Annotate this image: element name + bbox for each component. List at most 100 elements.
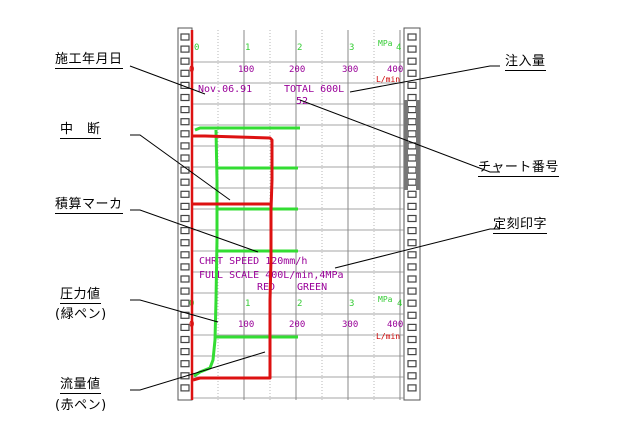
- sprocket-hole: [407, 69, 417, 77]
- lower-flow-tick-300: 300: [342, 320, 358, 330]
- flow-trace: [192, 134, 274, 382]
- sprocket-hole: [180, 299, 190, 307]
- label-pressure-pen: (緑ペン): [55, 307, 107, 322]
- sprocket-hole: [180, 69, 190, 77]
- sprocket-hole: [180, 323, 190, 331]
- label-fixed-print: 定刻印字: [493, 213, 548, 234]
- flow-unit: L/min: [376, 75, 400, 84]
- sprocket-hole: [407, 287, 417, 295]
- sprocket-hole: [407, 323, 417, 331]
- chart-number-print: 52: [296, 96, 308, 107]
- label-flow-pen: (赤ペン): [55, 398, 107, 413]
- red-legend-print: RED: [257, 282, 275, 293]
- sprocket-hole: [407, 166, 417, 174]
- sprocket-hole: [180, 287, 190, 295]
- flow-tick-300: 300: [342, 65, 358, 75]
- pressure-tick-4: 4: [396, 43, 401, 53]
- sprocket-hole: [180, 263, 190, 271]
- sprocket-hole: [407, 227, 417, 235]
- sprocket-hole: [407, 348, 417, 356]
- label-integration-marker: 積算マーカ: [55, 193, 123, 214]
- upper-scale-header: 0 1 2 3 4 MPa 0 100 200 300 400 L/min: [189, 39, 403, 84]
- pressure-tick-1: 1: [245, 43, 250, 53]
- sprocket-hole: [180, 33, 190, 41]
- sprocket-hole: [180, 142, 190, 150]
- sprocket-hole: [180, 45, 190, 53]
- lower-pressure-tick-1: 1: [245, 299, 250, 309]
- lower-pressure-unit: MPa: [378, 295, 393, 304]
- sprocket-hole: [407, 118, 417, 126]
- left-perforation-strip: [177, 27, 193, 401]
- sprocket-hole: [407, 93, 417, 102]
- sprocket-hole: [180, 239, 190, 247]
- sprocket-hole: [407, 239, 417, 247]
- right-perforation-strip: [403, 27, 421, 401]
- sprocket-hole: [180, 93, 190, 102]
- speed-print: CHRT SPEED 120mm/h: [199, 256, 307, 267]
- sprocket-hole: [407, 360, 417, 368]
- sprocket-hole: [407, 263, 417, 271]
- sprocket-hole: [180, 275, 190, 283]
- sprocket-hole: [407, 154, 417, 162]
- sprocket-hole: [407, 130, 417, 138]
- sprocket-hole: [180, 202, 190, 210]
- total-print: TOTAL 600L: [284, 84, 344, 95]
- label-interruption: 中 断: [60, 118, 101, 139]
- lower-flow-tick-200: 200: [289, 320, 305, 330]
- sprocket-hole: [407, 251, 417, 259]
- lower-pressure-tick-4: 4: [397, 299, 402, 309]
- sprocket-hole: [407, 190, 417, 198]
- pressure-tick-0: 0: [194, 43, 199, 53]
- sprocket-hole: [180, 57, 190, 65]
- sprocket-hole: [180, 190, 190, 198]
- lower-flow-unit: L/min: [376, 332, 400, 341]
- lower-flow-tick-100: 100: [238, 320, 254, 330]
- pressure-tick-3: 3: [349, 43, 354, 53]
- flow-tick-100: 100: [238, 65, 254, 75]
- sprocket-hole: [407, 105, 417, 114]
- sprocket-hole: [407, 384, 417, 392]
- sprocket-hole: [180, 251, 190, 259]
- strip-shading: [404, 100, 408, 190]
- left-sprocket-holes: [180, 33, 190, 392]
- sprocket-hole: [407, 33, 417, 41]
- sprocket-hole: [180, 335, 190, 344]
- sprocket-hole: [407, 299, 417, 307]
- sprocket-hole: [407, 335, 417, 344]
- lower-pressure-tick-2: 2: [297, 299, 302, 309]
- label-flow-value: 流量値: [60, 373, 101, 394]
- label-pressure-value: 圧力値: [60, 283, 101, 304]
- sprocket-hole: [407, 178, 417, 186]
- sprocket-hole: [407, 214, 417, 223]
- sprocket-hole: [407, 45, 417, 53]
- green-legend-print: GREEN: [297, 282, 327, 293]
- label-chart-number: チャート番号: [478, 156, 559, 177]
- sprocket-hole: [180, 227, 190, 235]
- label-construction-date: 施工年月日: [55, 48, 123, 69]
- pressure-unit: MPa: [378, 39, 393, 48]
- sprocket-hole: [407, 202, 417, 210]
- sprocket-hole: [180, 348, 190, 356]
- sprocket-hole: [180, 105, 190, 114]
- lower-flow-tick-400: 400: [387, 320, 403, 330]
- sprocket-hole: [180, 214, 190, 223]
- sprocket-hole: [180, 360, 190, 368]
- sprocket-hole: [407, 57, 417, 65]
- sprocket-hole: [407, 81, 417, 90]
- flow-tick-200: 200: [289, 65, 305, 75]
- sprocket-hole: [180, 130, 190, 138]
- date-print: Nov.06.91: [198, 84, 252, 95]
- sprocket-hole: [407, 311, 417, 319]
- leader-lines: [129, 65, 500, 391]
- lower-pressure-tick-3: 3: [349, 299, 354, 309]
- flow-tick-400: 400: [387, 65, 403, 75]
- sprocket-hole: [180, 178, 190, 186]
- sprocket-hole: [407, 275, 417, 283]
- pressure-tick-2: 2: [297, 43, 302, 53]
- sprocket-hole: [180, 384, 190, 392]
- sprocket-hole: [180, 154, 190, 162]
- integration-marker-ticks: [216, 166, 298, 339]
- sprocket-hole: [180, 118, 190, 126]
